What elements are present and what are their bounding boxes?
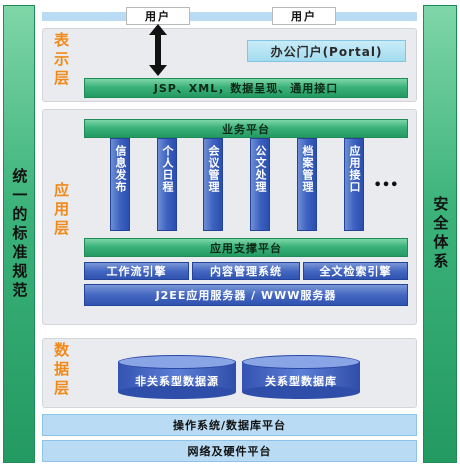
user-box-2: 用户 — [272, 7, 336, 25]
bidirectional-arrow-icon — [149, 24, 167, 76]
workflow-engine-box: 工作流引擎 — [84, 262, 189, 280]
nonrelational-datasource-label: 非关系型数据源 — [135, 375, 219, 388]
office-portal-label: 办公门户(Portal) — [270, 44, 383, 59]
business-platform-label: 业务平台 — [222, 122, 270, 136]
module-info-publish: 信息发布 — [110, 138, 130, 231]
standards-label: 统一的标准规范 — [10, 167, 29, 301]
business-platform-bar: 业务平台 — [84, 119, 408, 138]
user-box-1: 用户 — [126, 7, 190, 25]
fulltext-search-box: 全文检索引擎 — [303, 262, 408, 280]
relational-database-label: 关系型数据库 — [265, 375, 337, 388]
user-label-1: 用户 — [145, 10, 171, 23]
standards-column: 统一的标准规范 — [3, 5, 35, 463]
module-meeting-management: 会议管理 — [203, 138, 223, 231]
module-document-processing: 公文处理 — [250, 138, 270, 231]
module-archive-management: 档案管理 — [297, 138, 317, 231]
application-layer-label: 应用层 — [52, 182, 71, 239]
relational-database-cylinder: 关系型数据库 — [242, 355, 360, 399]
data-layer-label: 数据层 — [52, 342, 71, 399]
module-personal-schedule: 个人日程 — [157, 138, 177, 231]
security-label: 安全体系 — [431, 196, 450, 272]
more-modules-ellipsis: ••• — [373, 178, 399, 193]
presentation-layer-label: 表示层 — [52, 32, 71, 89]
interface-bar-label: JSP、XML，数据呈现、通用接口 — [153, 82, 339, 95]
user-label-2: 用户 — [291, 10, 317, 23]
network-hardware-platform-bar: 网络及硬件平台 — [42, 440, 417, 462]
module-app-interface: 应用接口 — [344, 138, 364, 231]
office-portal-box: 办公门户(Portal) — [247, 40, 406, 62]
top-strip — [42, 12, 417, 21]
content-management-box: 内容管理系统 — [192, 262, 300, 280]
app-server-bar: J2EE应用服务器 / WWW服务器 — [84, 284, 408, 306]
support-platform-label: 应用支撑平台 — [210, 241, 282, 255]
security-column: 安全体系 — [423, 5, 457, 463]
support-platform-bar: 应用支撑平台 — [84, 238, 408, 257]
app-server-label: J2EE应用服务器 / WWW服务器 — [155, 289, 337, 302]
os-database-platform-label: 操作系统/数据库平台 — [172, 419, 287, 432]
network-hardware-platform-label: 网络及硬件平台 — [187, 445, 272, 458]
interface-bar: JSP、XML，数据呈现、通用接口 — [84, 78, 408, 98]
os-database-platform-bar: 操作系统/数据库平台 — [42, 414, 417, 436]
nonrelational-datasource-cylinder: 非关系型数据源 — [118, 355, 236, 399]
